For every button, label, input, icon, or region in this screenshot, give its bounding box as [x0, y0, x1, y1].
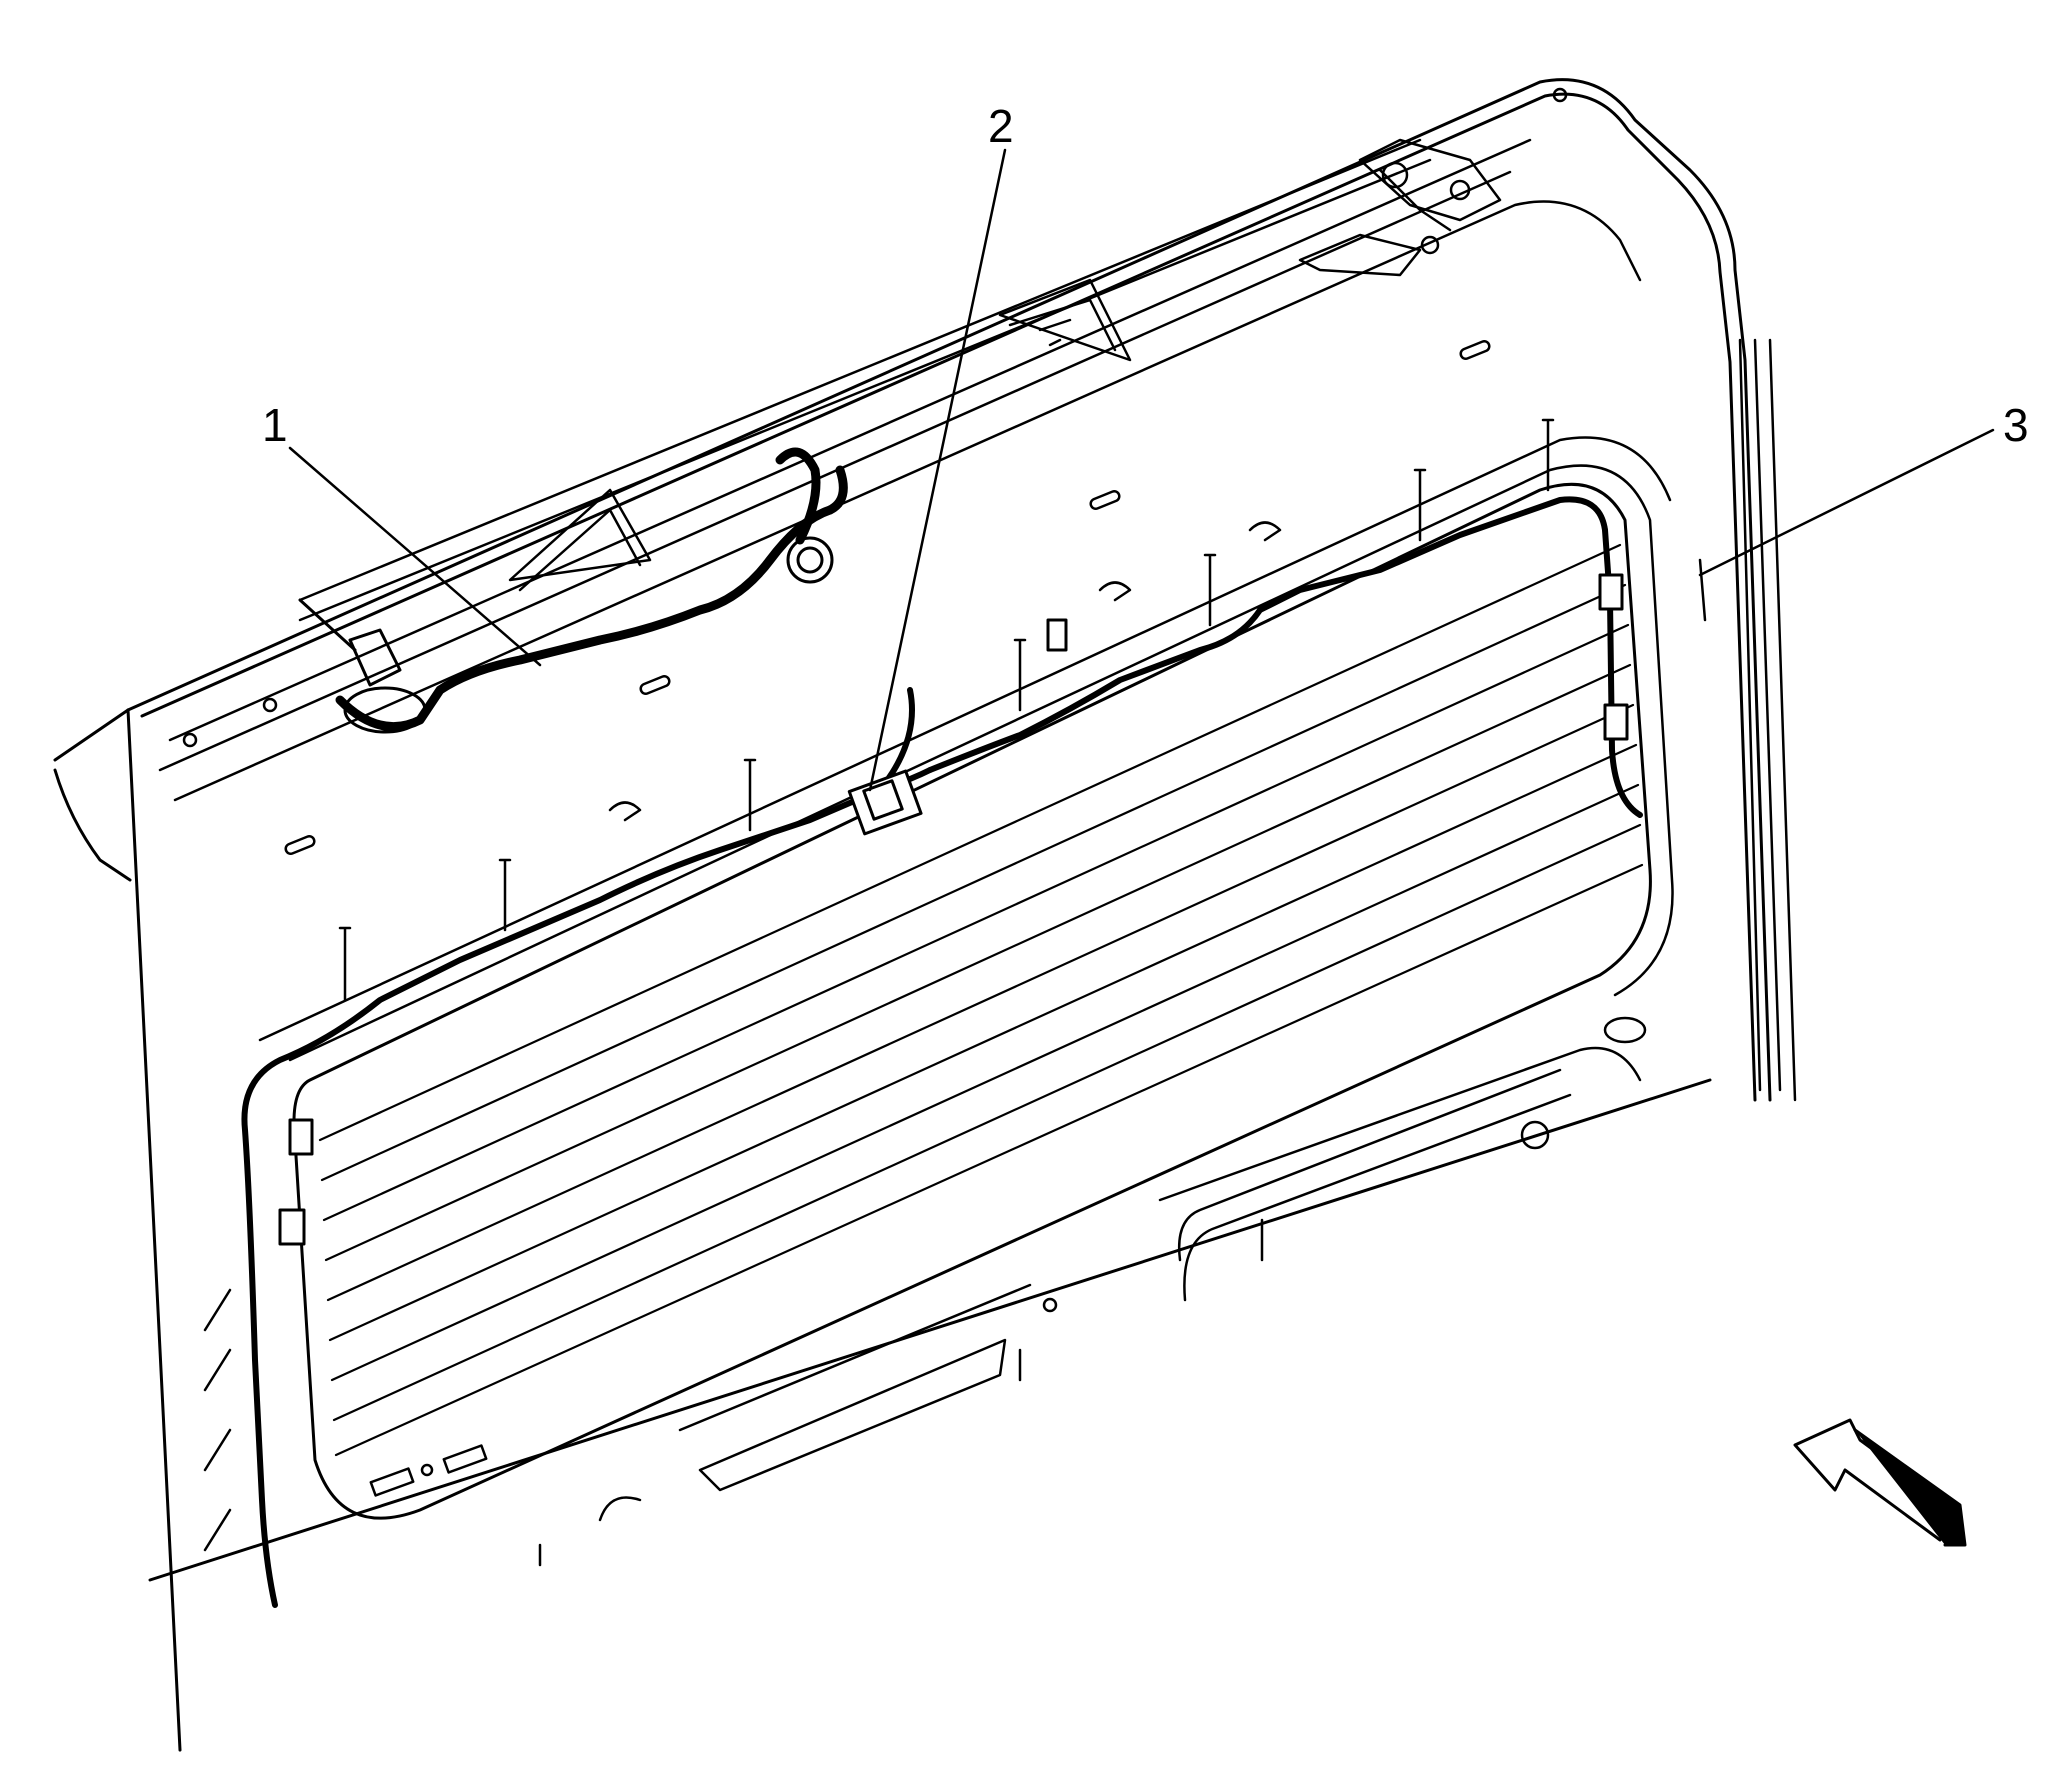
harness-connectors [278, 573, 1629, 1246]
leader-line-3 [1698, 428, 1995, 577]
liftgate-outer-panel [53, 78, 1772, 1752]
harness-clip-main [847, 769, 923, 836]
window-glass-lines [318, 543, 1644, 1457]
callout-1-label: 1 [262, 399, 288, 451]
lower-panel [369, 1016, 1647, 1567]
retainer-clips [203, 418, 1555, 1552]
right-gutter [1698, 338, 1797, 1102]
leader-lines [288, 148, 1995, 792]
view-direction-arrow-icon [1793, 1418, 1967, 1547]
leader-line-2 [868, 148, 1007, 792]
wiring-harness-window [241, 496, 1643, 1608]
wiring-grommet [298, 536, 834, 734]
leader-line-1 [288, 446, 542, 667]
callout-2-label: 2 [988, 100, 1014, 152]
wiring-harness-upper [335, 447, 848, 732]
callout-3-label: 3 [2003, 399, 2029, 451]
upper-frame [158, 87, 1642, 855]
hinge [1298, 138, 1502, 277]
